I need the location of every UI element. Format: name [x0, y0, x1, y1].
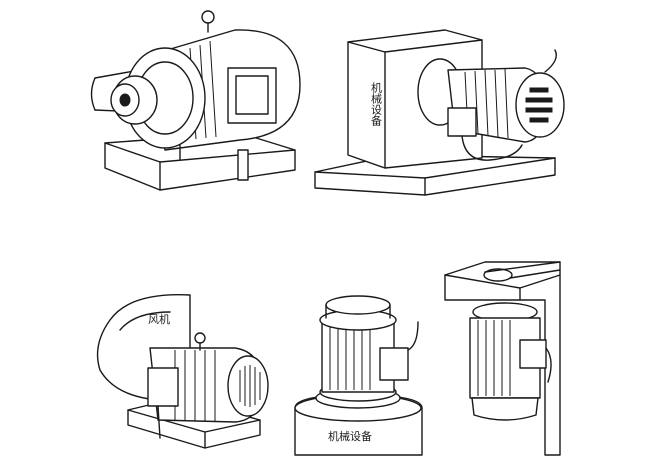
motor-foot-mounted-pulley: [90, 10, 301, 191]
fan-label: 风机: [148, 312, 170, 326]
motor-with-fan: 风机: [96, 294, 269, 449]
motor-vertical-hanging: [444, 261, 561, 456]
machine-label-2: 机械设备: [328, 429, 372, 443]
motor-vertical-on-machine: 机械设备: [294, 295, 423, 456]
machine-label-1: 机械设备: [370, 81, 383, 127]
motor-flange-on-machine: 机械设备: [314, 29, 565, 196]
